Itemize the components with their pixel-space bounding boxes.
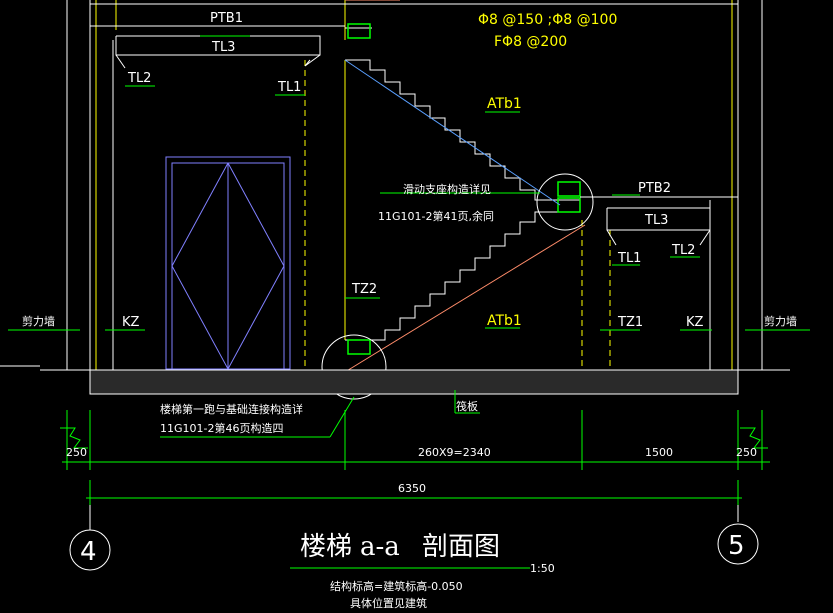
label-kz-right: KZ	[686, 315, 704, 330]
break-mark-right	[740, 427, 768, 449]
label-ptb1: PTB1	[210, 11, 243, 26]
axis-5-bubble	[717, 523, 759, 565]
tl1-left-beam-end	[304, 54, 321, 67]
label-dim-steps: 260X9=2340	[418, 446, 491, 459]
label-tl3-left: TL3	[211, 40, 235, 55]
label-sliding-note-1: 滑动支座构造详见	[403, 182, 491, 196]
foundation-leader	[329, 396, 355, 438]
label-rebar-2: FΦ8 @200	[494, 34, 567, 50]
green-step-blocks	[347, 23, 581, 355]
label-note-1: 结构标高=建筑标高-0.050	[330, 579, 463, 593]
tl1-right-leader	[606, 229, 617, 246]
label-atb1-bottom: ATb1	[487, 313, 522, 329]
label-title-suffix: 剖面图	[422, 532, 500, 562]
label-axis-left: 4	[80, 537, 97, 567]
label-foundation-note-2: 11G101-2第46页构造四	[160, 421, 283, 435]
door-diamond	[171, 162, 285, 371]
label-tl1-right: TL1	[617, 251, 641, 266]
label-dim-1500: 1500	[645, 446, 673, 459]
label-floor-slab: 筏板	[456, 399, 478, 413]
label-title: 楼梯	[300, 532, 352, 562]
rebar-lower-diagonal	[344, 224, 586, 373]
green-block-bottom	[347, 339, 371, 355]
top-landing	[90, 3, 738, 69]
dimension-lines	[8, 35, 810, 569]
stair-profile	[345, 0, 581, 341]
axis-lines	[89, 505, 739, 530]
sliding-support-circle	[536, 173, 594, 231]
label-tz2: TZ2	[351, 282, 377, 297]
label-title-section: a-a	[360, 532, 400, 562]
tl2-right-leader	[699, 229, 711, 246]
green-block-top	[347, 23, 371, 39]
label-tl2-left: TL2	[127, 71, 151, 86]
label-note-2: 具体位置见建筑	[350, 596, 427, 610]
label-tl1-left: TL1	[277, 80, 301, 95]
label-atb1-top: ATb1	[487, 96, 522, 112]
yellow-ref-lines	[95, 0, 733, 370]
label-tl3-right: TL3	[644, 213, 668, 228]
label-kz-left: KZ	[122, 315, 140, 330]
raft-slab	[89, 369, 739, 395]
label-rebar-1: Φ8 @150 ;Φ8 @100	[478, 12, 617, 28]
label-dim-total: 6350	[398, 482, 426, 495]
label-axis-right: 5	[728, 531, 745, 561]
label-scale: 1:50	[530, 562, 555, 575]
label-sliding-note-2: 11G101-2第41页,余同	[378, 209, 494, 223]
label-shear-wall-right: 剪力墙	[764, 314, 797, 328]
lower-flight-steps	[345, 211, 580, 341]
label-shear-wall-left: 剪力墙	[22, 314, 55, 328]
rebar-upper-diagonal	[344, 59, 561, 206]
green-block-mid-lower	[557, 197, 581, 213]
right-landing	[580, 196, 738, 246]
door-elevation	[165, 156, 291, 371]
label-dim-250-left: 250	[66, 446, 87, 459]
label-dim-250-right: 250	[736, 446, 757, 459]
label-tl2-right: TL2	[671, 243, 695, 258]
green-block-mid-upper	[557, 181, 581, 197]
ground-slab	[0, 365, 790, 395]
tl2-left-leader	[115, 54, 126, 69]
label-ptb2: PTB2	[638, 181, 671, 196]
label-tz1: TZ1	[617, 315, 643, 330]
upper-flight-steps	[345, 59, 580, 201]
axis-4-bubble	[69, 529, 111, 571]
break-mark-left	[60, 427, 88, 449]
foundation-detail-circle	[321, 334, 387, 400]
label-foundation-note-1: 楼梯第一跑与基础连接构造详	[160, 402, 303, 416]
mid-landing-bracket	[560, 199, 581, 213]
